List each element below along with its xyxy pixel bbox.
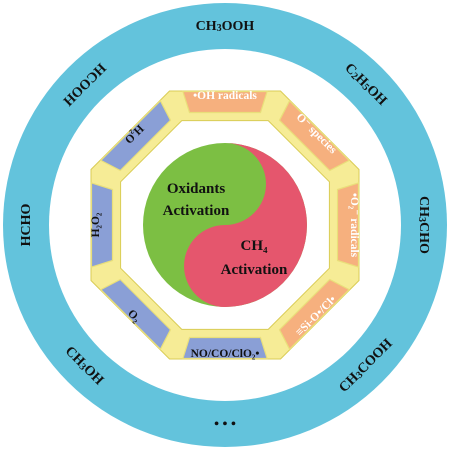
segment-o-species — [278, 99, 351, 172]
product-label-ch3ooh: CH3OOH — [196, 19, 255, 35]
oxidant-label-no-co-clo2: NO/CO/ClO₂• — [191, 348, 260, 360]
segment-no-co-clo2 — [182, 336, 268, 360]
segment-oh-radicals — [182, 90, 268, 114]
center-red-half — [184, 143, 307, 307]
segment-h2o2 — [90, 182, 114, 268]
oxidant-label-h2o2: H₂O₂ — [90, 212, 102, 237]
center-label-ch4: CH₄ — [241, 238, 269, 254]
center-label-ch4-activation: Activation — [221, 262, 288, 278]
oxidant-label-o2-radicals: •O₂⁻ radicals — [348, 193, 360, 258]
segment-si-o-cl — [278, 278, 351, 351]
oxidant-segments — [90, 90, 360, 360]
segment-o2 — [99, 278, 172, 351]
center-label-oxidants: Oxidants — [167, 181, 226, 197]
segment-o2-radicals — [336, 182, 360, 268]
oxidant-label-oh-radicals: •OH radicals — [193, 90, 257, 102]
product-label-ellipsis: • • • — [214, 417, 236, 432]
segment-h2o — [99, 99, 172, 172]
center-label-oxidants-activation: Activation — [163, 203, 230, 219]
product-label-ch3cho: CH3CHO — [416, 196, 432, 254]
product-label-hcho: HCHO — [19, 204, 34, 247]
